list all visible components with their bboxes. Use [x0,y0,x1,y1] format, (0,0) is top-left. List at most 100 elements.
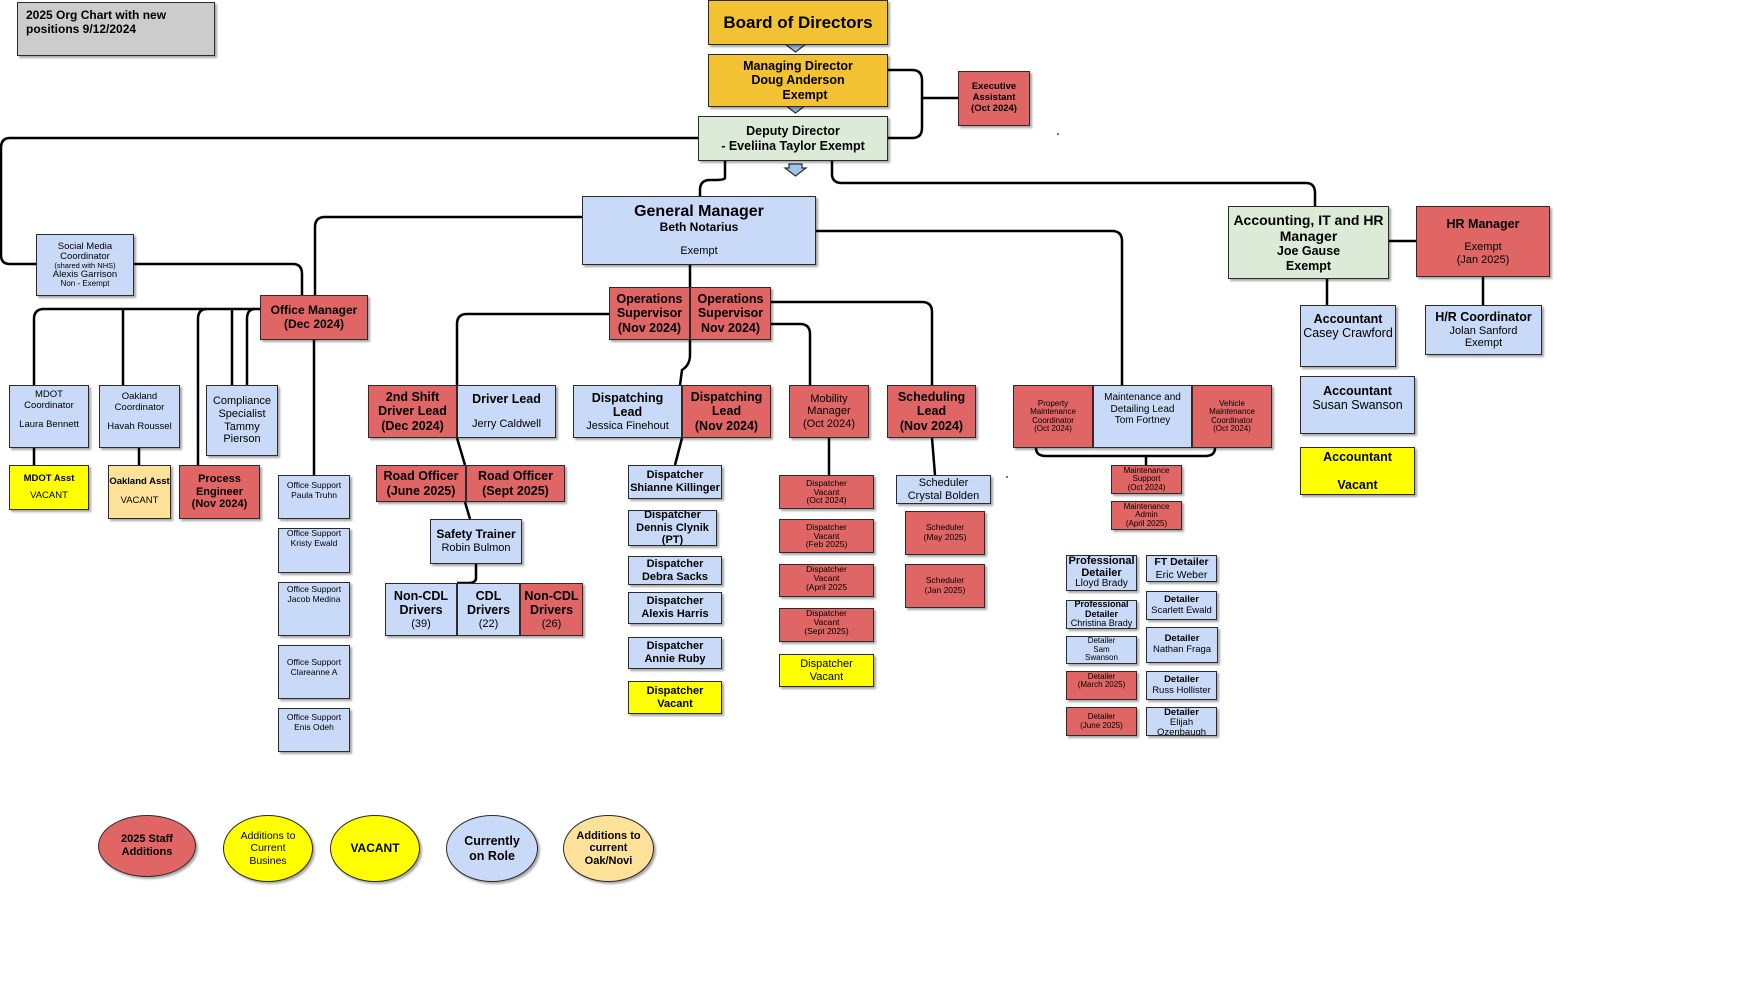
accounting-name: Joe Gause [1276,244,1341,259]
oakland-coord-l1: Oakland [121,391,158,402]
second-shift-l1: 2nd Shift [385,389,440,404]
detailer-l2: Elijah [1169,716,1194,728]
legend-additions-oak-novi: Additions to current Oak/Novi [563,815,654,882]
drivers-count: (22) [478,617,499,630]
oakland-asst-l2: VACANT [120,495,159,506]
legend-label: current [589,842,628,855]
legend-label: Oak/Novi [584,854,633,867]
disp-lead1-name: Jessica Finehout [586,419,669,432]
managing-director-box: Managing Director Doug Anderson Exempt [708,54,888,107]
detailer-name: Nathan Fraga [1152,644,1212,655]
exec-asst-l1: Executive [971,81,1017,93]
accountant-title: Accountant [1313,312,1383,326]
detailer-l1: Detailer [1164,707,1199,718]
executive-assistant-box: Executive Assistant (Oct 2024) [958,71,1030,126]
mobility-manager-box: Mobility Manager (Oct 2024) [789,385,869,438]
mob-disp-status: Vacant [813,616,840,627]
dispatcher-box: Dispatcher Vacant [628,681,722,714]
detailer-l2: Sam [1093,644,1110,654]
chart-title-line2: positions 9/12/2024 [26,21,137,36]
detailer-l2: Detailer [1081,566,1122,579]
detailer-box: Detailer Nathan Fraga [1146,627,1218,663]
detailer-l1: Professional [1074,600,1129,610]
ops-sup2-l2: Supervisor [697,306,764,321]
operations-supervisor-box: Operations Supervisor (Nov 2024) [609,287,690,340]
board-title: Board of Directors [723,12,873,32]
social-name: Alexis Garrison [52,268,118,280]
deputy-title: Deputy Director [746,124,840,139]
drivers-count: (26) [541,617,562,630]
maint-lead-l2: Detailing Lead [1110,403,1175,415]
legend-currently-on-role: Currently on Role [446,815,538,882]
legend-label: on Role [469,848,515,863]
driver-lead-name: Jerry Caldwell [471,418,542,431]
safety-trainer-box: Safety Trainer Robin Bulmon [430,519,522,564]
drivers-l1: Non-CDL [524,588,579,603]
process-eng-l1: Process [198,473,241,486]
legend-label: Additions [121,846,173,858]
prop-maint-l1: Property [1037,398,1069,408]
dispatcher-title: Dispatcher [646,640,704,653]
dispatcher-name: Debra Sacks [641,570,709,583]
detailer-box: FT Detailer Eric Weber [1146,555,1217,582]
dispatcher-title: Dispatcher [646,595,704,608]
driver-lead-box: Driver Lead Jerry Caldwell [457,385,556,438]
chart-title-line1: 2025 Org Chart with new [26,8,167,22]
maint-lead-l1: Maintenance and [1104,392,1181,403]
drivers-l2: Drivers [399,603,443,618]
detailer-box: Professional Detailer Lloyd Brady [1066,555,1137,591]
detailer-box: Detailer Scarlett Ewald [1146,591,1217,620]
legend-staff-additions: 2025 Staff Additions [98,815,196,877]
office-support-title: Office Support [286,584,342,594]
dispatcher-box: Dispatcher Shianne Killinger [628,465,722,499]
dispatcher-box: Dispatcher Alexis Harris [628,592,722,624]
social-l2: Coordinator [60,250,110,262]
compliance-l1: Compliance [212,395,272,408]
md-title: Managing Director [743,58,853,73]
exec-asst-l3: (Oct 2024) [971,102,1017,114]
prop-maint-l3: Coordinator [1032,415,1074,425]
maintenance-support-box: Maintenance Support (Oct 2024) [1111,465,1182,494]
mob-disp-title: Dispatcher [806,608,847,618]
mob-disp-status: Vacant [813,530,840,541]
dispatching-lead-box: Dispatching Lead Jessica Finehout [573,385,682,438]
disp-lead2-l3: (Nov 2024) [694,418,759,433]
oakland-asst-l1: Oakland Asst [109,476,170,488]
second-shift-l3: (Dec 2024) [381,418,444,433]
hr-mgr-date: (Jan 2025) [1456,254,1510,267]
oakland-coord-l2: Coordinator [114,401,165,413]
accountant-name: Casey Crawford [1303,326,1393,341]
gm-status: Exempt [680,245,718,258]
legend-label: Additions to [240,830,296,843]
dispatcher-title: Dispatcher [646,557,704,570]
legend-label: Additions to [576,829,641,842]
md-status: Exempt [782,87,828,102]
compliance-l4: Pierson [223,433,261,446]
safety-title: Safety Trainer [436,527,516,542]
disp-lead2-l2: Lead [711,404,742,419]
compliance-l2: Specialist [218,407,266,420]
legend-vacant: VACANT [330,815,420,882]
mobility-dispatcher-box: Dispatcher Vacant [779,654,874,687]
prop-maint-l2: Maintenance [1030,407,1076,417]
disp-lead2-l1: Dispatching [690,389,763,404]
detailer-box: Professional Detailer Christina Brady [1066,600,1137,629]
ops-sup2-l3: Nov 2024) [700,320,761,335]
driver-lead-title: Driver Lead [472,391,541,406]
legend-label: Current [250,842,286,855]
social-l1: Social Media [57,240,113,252]
disp-lead1-l1: Dispatching [591,390,664,405]
stray-mark [1057,133,1059,135]
maintenance-lead-box: Maintenance and Detailing Lead Tom Fortn… [1093,385,1192,448]
office-support-box: Office Support Enis Odeh [278,708,350,752]
hr-manager-box: HR Manager Exempt (Jan 2025) [1416,206,1550,277]
process-engineer-box: Process Engineer (Nov 2024) [179,465,260,519]
social-l3: (shared with NHS) [54,260,116,270]
accounting-l1: Accounting, IT and HR [1233,212,1384,229]
scheduling-lead-box: Scheduling Lead (Nov 2024) [887,385,976,438]
accounting-status: Exempt [1285,258,1332,273]
mob-disp-status: Vacant [813,572,840,583]
ops-sup1-l1: Operations [616,291,683,306]
mdot-asst-box: MDOT Asst VACANT [9,465,89,510]
mob-disp-status: Vacant [813,486,840,497]
